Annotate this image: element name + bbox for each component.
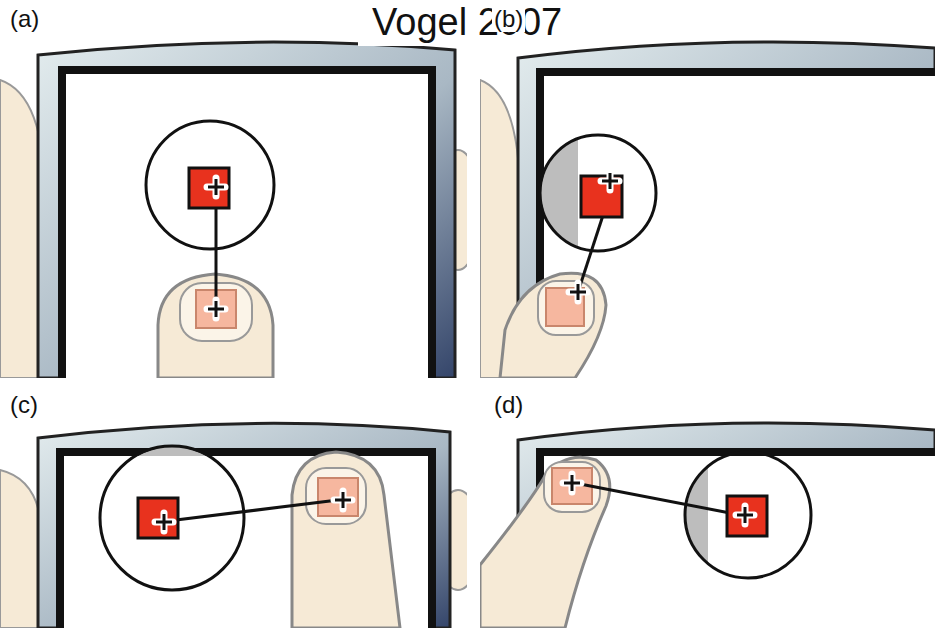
panel-label: (c) — [8, 392, 40, 418]
panel-label: (a) — [8, 6, 41, 32]
panel-label: (d) — [492, 392, 525, 418]
panel-c — [0, 423, 467, 628]
figure-title: Vogel 2007 — [358, 2, 576, 46]
panel-label: (b) — [492, 6, 525, 32]
panel-a — [0, 42, 467, 378]
panel-b — [480, 42, 935, 378]
panel-d — [480, 423, 935, 628]
